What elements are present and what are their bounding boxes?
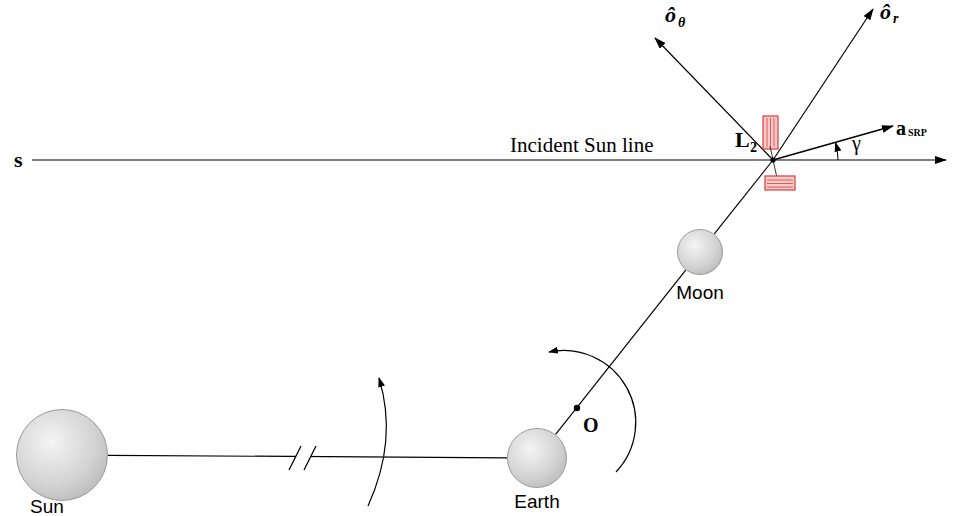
rotation-arrow	[368, 378, 386, 506]
body-label: Sun	[30, 497, 64, 516]
sun-direction-symbol: s	[14, 149, 23, 171]
theta-vector	[655, 38, 773, 160]
sail-panel	[765, 176, 795, 190]
sun-circle	[16, 409, 108, 501]
body-label: Earth	[514, 492, 559, 511]
connector-line	[556, 270, 686, 434]
body-label: Moon	[676, 283, 724, 302]
subscript: 2	[750, 141, 757, 155]
point-label: L	[735, 129, 750, 151]
subscript: θ	[678, 16, 685, 30]
earth-l2-line	[714, 160, 773, 234]
sun-line	[32, 159, 946, 160]
break-mark	[289, 446, 301, 470]
vector-symbol: ô	[880, 1, 891, 23]
moon-circle	[677, 229, 723, 275]
vector-symbol: a	[896, 118, 906, 138]
srp-vector	[773, 126, 893, 160]
l2-point	[770, 157, 775, 162]
sail-axis	[770, 146, 777, 178]
earth-circle	[507, 428, 567, 488]
radial-vector	[773, 9, 873, 160]
line-label: Incident Sun line	[510, 135, 653, 156]
angle-symbol: γ	[852, 133, 861, 153]
subscript: r	[893, 12, 898, 26]
vector-symbol: ô	[665, 4, 676, 26]
subscript: SRP	[908, 128, 927, 138]
sail-panel	[763, 116, 778, 149]
origin-point	[574, 405, 580, 411]
point-label: O	[583, 415, 599, 435]
angle-arc	[836, 143, 838, 160]
break-mark	[304, 446, 316, 470]
